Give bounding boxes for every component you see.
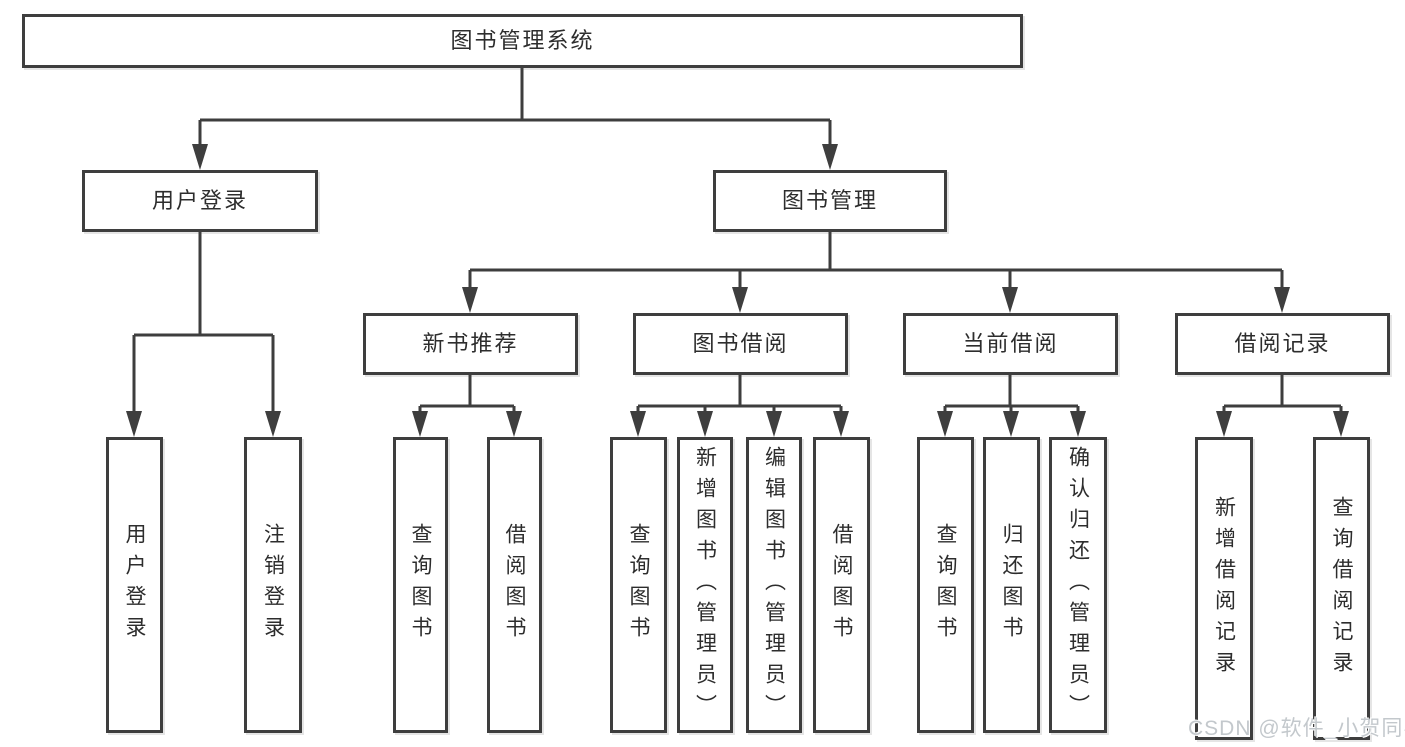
leaf-logout-label: 注销登录 <box>261 523 285 647</box>
leaf-edit-books-admin: 编辑图书（管理员） <box>746 437 802 733</box>
leaf-confirm-return-admin: 确认归还（管理员） <box>1049 437 1107 733</box>
node-book-borrow-label: 图书借阅 <box>692 331 789 356</box>
node-user-login-label: 用户登录 <box>151 188 248 213</box>
leaf-edit-books-admin-label: 编辑图书（管理员） <box>762 445 786 725</box>
leaf-add-books-admin: 新增图书（管理员） <box>677 437 733 733</box>
leaf-query-borrow-record: 查询借阅记录 <box>1313 437 1370 740</box>
node-new-book-recommend-label: 新书推荐 <box>422 331 519 356</box>
leaf-return-books: 归还图书 <box>983 437 1040 733</box>
leaf-query-books-borrow: 查询图书 <box>610 437 667 733</box>
leaf-borrow-books-newbooks-label: 借阅图书 <box>503 523 526 647</box>
leaf-confirm-return-admin-label: 确认归还（管理员） <box>1066 445 1090 725</box>
leaf-user-login-label: 用户登录 <box>123 523 146 647</box>
node-book-borrow: 图书借阅 <box>633 313 848 375</box>
node-book-management-label: 图书管理 <box>781 188 878 213</box>
node-root: 图书管理系统 <box>22 14 1023 68</box>
node-root-label: 图书管理系统 <box>450 28 595 53</box>
node-current-borrow-label: 当前借阅 <box>962 331 1059 356</box>
node-new-book-recommend: 新书推荐 <box>363 313 578 375</box>
leaf-query-books-current-label: 查询图书 <box>934 523 957 647</box>
leaf-query-books-borrow-label: 查询图书 <box>627 523 650 647</box>
leaf-query-books-current: 查询图书 <box>917 437 974 733</box>
node-borrow-records-label: 借阅记录 <box>1234 331 1331 356</box>
leaf-add-borrow-record: 新增借阅记录 <box>1195 437 1253 740</box>
leaf-borrow-books: 借阅图书 <box>813 437 870 733</box>
leaf-query-books-newbooks: 查询图书 <box>393 437 448 733</box>
leaf-add-books-admin-label: 新增图书（管理员） <box>693 445 717 725</box>
node-borrow-records: 借阅记录 <box>1175 313 1390 375</box>
leaf-user-login: 用户登录 <box>106 437 163 733</box>
csdn-watermark: CSDN @软件_小贺同学 <box>1188 717 1405 740</box>
node-user-login: 用户登录 <box>82 170 318 232</box>
leaf-borrow-books-label: 借阅图书 <box>830 523 853 647</box>
node-current-borrow: 当前借阅 <box>903 313 1118 375</box>
leaf-borrow-books-newbooks: 借阅图书 <box>487 437 542 733</box>
leaf-return-books-label: 归还图书 <box>1000 523 1023 647</box>
leaf-logout: 注销登录 <box>244 437 302 733</box>
leaf-query-borrow-record-label: 查询借阅记录 <box>1330 495 1353 682</box>
leaf-add-borrow-record-label: 新增借阅记录 <box>1212 495 1236 682</box>
leaf-query-books-newbooks-label: 查询图书 <box>409 523 432 647</box>
node-book-management: 图书管理 <box>713 170 947 232</box>
